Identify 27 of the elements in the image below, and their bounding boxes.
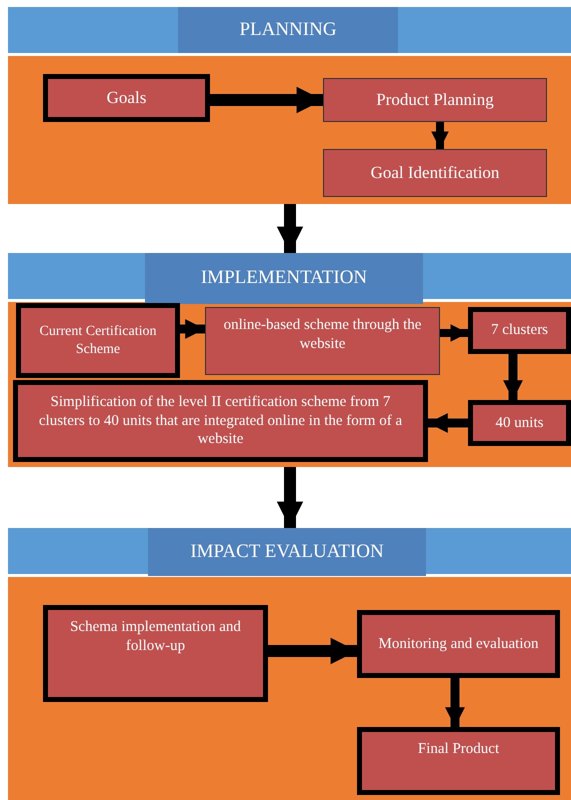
- process-box: Goals: [43, 74, 210, 122]
- process-box: Schema implementation and follow-up: [43, 605, 268, 702]
- process-box: Goal Identification: [323, 149, 547, 197]
- section-title: IMPLEMENTATION: [145, 253, 423, 304]
- process-box: online-based scheme through the website: [205, 307, 440, 375]
- block-arrow: [180, 319, 205, 339]
- block-arrow: [210, 86, 323, 114]
- block-arrow: [445, 678, 465, 727]
- section-title: IMPACT EVALUATION: [148, 528, 426, 576]
- process-box: Final Product: [357, 727, 560, 795]
- process-box: Simplification of the level II certification scheme from 7 clusters to 40 units that are integrated online in the form of a website: [13, 380, 428, 462]
- section-panel: [8, 253, 571, 467]
- block-arrow: [428, 413, 468, 433]
- block-arrow: [503, 354, 523, 400]
- process-box: Product Planning: [323, 78, 547, 122]
- section-panel: [8, 7, 571, 204]
- process-box: Monitoring and evaluation: [357, 610, 560, 678]
- block-arrow: [276, 467, 304, 528]
- block-arrow: [440, 324, 468, 342]
- process-box: 40 units: [468, 400, 571, 446]
- block-arrow: [276, 204, 304, 253]
- section-title: PLANNING: [178, 7, 398, 53]
- block-arrow: [431, 122, 449, 149]
- block-arrow: [268, 638, 357, 664]
- process-box: Current Certification Scheme: [16, 303, 180, 378]
- section-panel: [8, 528, 571, 800]
- process-box: 7 clusters: [468, 307, 571, 354]
